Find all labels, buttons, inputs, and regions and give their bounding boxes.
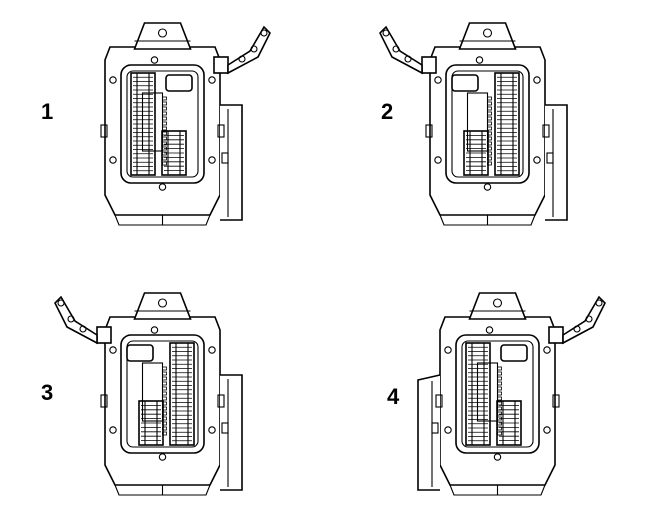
view-label-4: 4 [387,384,400,409]
short-gear-stack [496,400,522,446]
side-cover-plate [417,374,441,491]
bolt-hole [150,56,159,64]
bolt-hole [475,56,484,64]
bolt-hole [158,453,167,461]
transfer-case-drawing-1 [100,22,271,226]
shift-lever-arm [213,25,271,75]
bolt-hole [483,183,492,191]
top-mount-boss [133,22,192,50]
bolt-hole [109,76,117,84]
short-gear-stack [161,130,187,176]
bolt-hole [208,346,216,354]
bolt-hole [485,326,494,334]
shift-lever-arm [54,295,112,345]
bolt-hole [493,453,502,461]
housing-flange [100,124,225,138]
view-label-2: 2 [381,99,394,124]
top-mount-boss [458,22,517,50]
bolt-hole [444,346,452,354]
side-cover-plate [220,374,243,491]
housing-group [104,22,221,226]
tall-gear-stack [169,342,195,446]
bolt-hole [158,183,167,191]
bolt-hole [543,426,551,434]
view-label-1: 1 [41,99,54,124]
shift-fork [165,74,193,92]
bolt-hole [533,156,541,164]
bolt-hole [150,326,159,334]
transfer-case-drawing-4 [417,292,606,496]
shift-fork [500,344,528,362]
bolt-hole [543,346,551,354]
housing-group [439,292,556,496]
top-mount-boss [133,292,192,320]
shift-fork [126,344,154,362]
top-mount-boss [468,292,527,320]
top-mount-hole [482,28,493,38]
bolt-hole [434,156,442,164]
bolt-hole [444,426,452,434]
bolt-hole [208,156,216,164]
transfer-case-drawing-2 [379,22,568,226]
bolt-hole [533,76,541,84]
top-mount-hole [492,298,503,308]
bolt-hole [208,426,216,434]
shift-lever-arm [379,25,437,75]
housing-group [104,292,221,496]
housing-flange [100,394,225,408]
bolt-hole [208,76,216,84]
bolt-hole [109,156,117,164]
top-mount-hole [157,298,168,308]
side-cover-plate [545,104,568,221]
side-cover-plate [220,104,243,221]
transfer-case-drawing-3 [54,292,243,496]
tall-gear-stack [494,72,520,176]
housing-group [429,22,546,226]
shift-fork [451,74,479,92]
view-label-3: 3 [41,380,54,405]
shift-lever-arm [548,295,606,345]
housing-flange [425,124,550,138]
bolt-hole [109,346,117,354]
top-mount-hole [157,28,168,38]
short-gear-stack [138,400,164,446]
housing-flange [435,394,560,408]
bolt-hole [434,76,442,84]
bolt-hole [109,426,117,434]
